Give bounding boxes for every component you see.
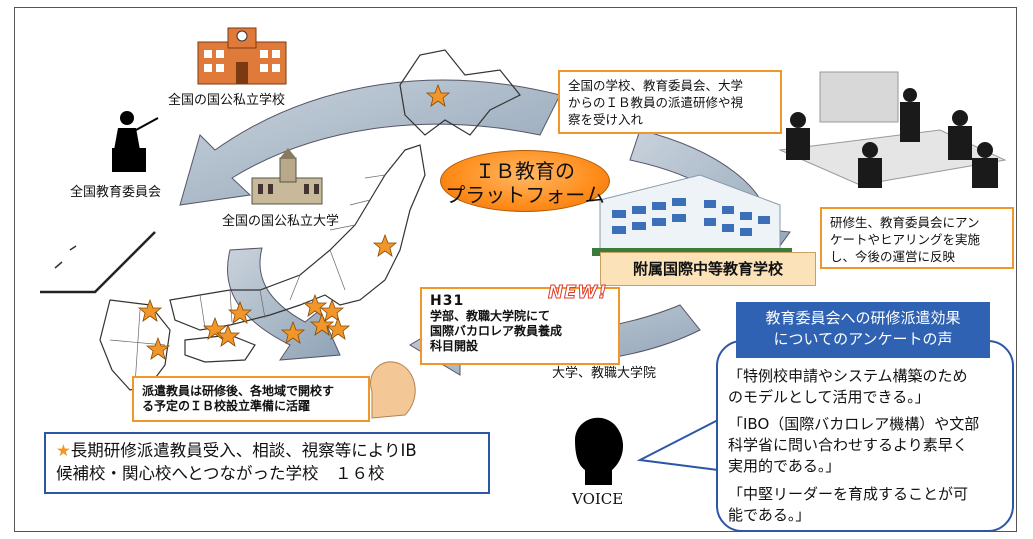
summary-box: ★長期研修派遣教員受入、相談、視察等によりIB 候補校・関心校へとつながった学校…	[44, 432, 490, 494]
voice-quote-3-line1: 「中堅リーダーを育成することが可	[728, 485, 969, 503]
outer-frame	[14, 7, 1017, 532]
survey-box: 研修生、教育委員会にアン ケートやヒアリングを実施 し、今後の運営に反映	[820, 207, 1014, 269]
survey-line3: し、今後の運営に反映	[830, 249, 956, 264]
schools-label: 全国の国公私立学校	[168, 93, 286, 108]
h31-line2: 国際バカロレア教員養成	[430, 324, 563, 338]
star-marker	[302, 293, 328, 317]
dispatch-box: 派遣教員は研修後、各地域で開校す る予定のＩＢ校設立準備に活躍	[132, 376, 370, 422]
speech-pointer	[636, 419, 719, 471]
receive-box: 全国の学校、教育委員会、大学 からのＩＢ教員の派遣研修や視 察を受け入れ	[558, 70, 782, 134]
star-marker	[325, 316, 351, 340]
star-marker	[145, 336, 171, 360]
h31-box: H31 学部、教職大学院にて 国際バカロレア教員養成 科目開設	[420, 287, 620, 365]
voice-panel	[716, 340, 1014, 532]
meeting-illustration	[778, 71, 1007, 188]
voice-heading: 教育委員会への研修派遣効果 についてのアンケートの声	[736, 302, 990, 358]
survey-line1: 研修生、教育委員会にアン	[830, 215, 980, 230]
receive-line2: からのＩＢ教員の派遣研修や視	[568, 95, 744, 110]
voice-caption: VOICE	[572, 490, 624, 508]
voice-quote-2-line1: 「IBO（国際バカロレア機構）や文部	[728, 415, 980, 433]
star-marker	[227, 300, 253, 324]
h31-line3: 科目開設	[430, 339, 479, 353]
summary-line2: 候補校・関心校へとつながった学校 １６校	[56, 464, 385, 483]
star-marker	[137, 298, 163, 322]
star-marker	[309, 312, 335, 336]
school-building-illustration	[197, 27, 287, 85]
star-marker	[425, 83, 451, 107]
voice-quote: 「特例校申請やシステム構築のため のモデルとして活用できる。」	[728, 366, 968, 408]
cycle-arrow-top	[179, 79, 561, 206]
grad-school-label: 大学、教職大学院	[552, 366, 657, 381]
voice-quote-2-line3: 実用的である。」	[728, 457, 841, 475]
voice-quote: 「IBO（国際バカロレア機構）や文部 科学省に問い合わせするより素早く 実用的で…	[728, 414, 979, 477]
star-marker	[215, 323, 241, 347]
attached-school-label: 附属国際中等教育学校	[600, 252, 816, 286]
university-building-illustration	[251, 148, 323, 205]
new-badge: NEW!	[547, 282, 608, 304]
star-markers	[137, 83, 451, 360]
boards-label: 全国教育委員会	[70, 185, 162, 200]
star-marker	[280, 320, 306, 344]
star-marker	[372, 233, 398, 257]
summary-line1: 長期研修派遣教員受入、相談、視察等によりIB	[70, 441, 417, 460]
map-inset-divider	[40, 231, 156, 294]
voice-quote-3-line2: 能である。」	[728, 506, 811, 524]
h31-year: H31	[430, 293, 465, 309]
map-hokkaido	[399, 49, 521, 136]
survey-line2: ケートやヒアリングを実施	[830, 232, 981, 247]
voice-head-icon	[575, 417, 624, 485]
star-marker	[319, 298, 345, 322]
voice-quote-1-line1: 「特例校申請やシステム構築のため	[728, 367, 968, 385]
platform-line2: プラットフォーム	[445, 183, 605, 207]
dispatch-line1: 派遣教員は研修後、各地域で開校す	[142, 384, 335, 398]
h31-line1: 学部、教職大学院にて	[430, 309, 551, 323]
receive-line1: 全国の学校、教育委員会、大学	[568, 78, 744, 93]
voice-quote: 「中堅リーダーを育成することが可 能である。」	[728, 484, 968, 526]
voice-quote-2-line2: 科学省に問い合わせするより素早く	[728, 436, 968, 454]
universities-label: 全国の国公私立大学	[222, 214, 340, 229]
platform-line1: ＩＢ教育の	[475, 159, 575, 183]
muscle-arm-icon	[370, 361, 416, 419]
teacher-illustration	[112, 111, 159, 172]
platform-ellipse: ＩＢ教育の プラットフォーム	[440, 150, 610, 212]
voice-heading-line2: についてのアンケートの声	[773, 330, 953, 348]
receive-line3: 察を受け入れ	[568, 112, 644, 127]
map-shikoku	[184, 334, 256, 363]
dispatch-line2: る予定のＩＢ校設立準備に活躍	[142, 399, 311, 413]
voice-quote-1-line2: のモデルとして活用できる。」	[728, 388, 930, 406]
voice-heading-line1: 教育委員会への研修派遣効果	[765, 309, 961, 327]
star-icon: ★	[56, 441, 71, 460]
